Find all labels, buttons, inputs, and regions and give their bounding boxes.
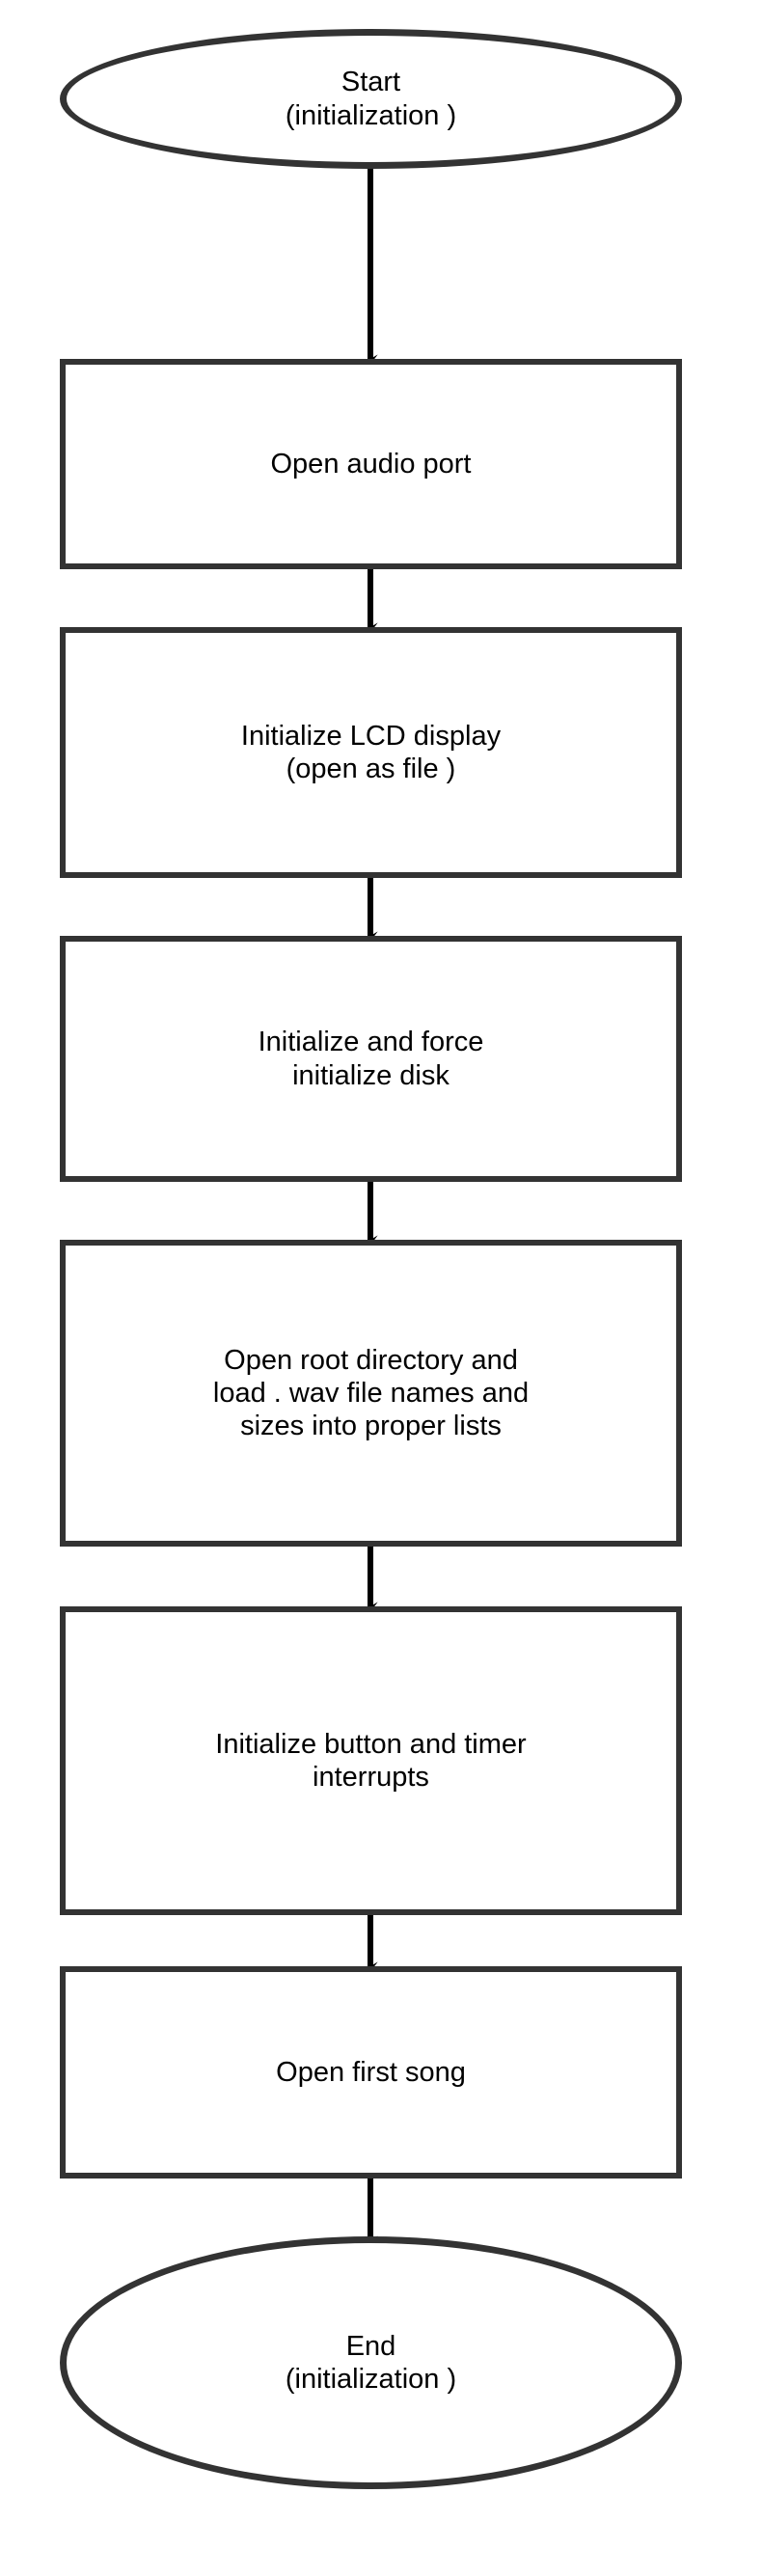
node-open-root-directory-label: Open root directory and load . wav file … bbox=[212, 1344, 530, 1442]
node-initialize-disk[interactable]: Initialize and force initialize disk bbox=[60, 936, 682, 1182]
node-initialize-interrupts[interactable]: Initialize button and timer interrupts bbox=[60, 1606, 682, 1915]
node-initialize-lcd-display-label: Initialize LCD display (open as file ) bbox=[240, 720, 502, 784]
node-end[interactable]: End (initialization ) bbox=[60, 2236, 682, 2489]
node-initialize-interrupts-label: Initialize button and timer interrupts bbox=[215, 1728, 527, 1793]
node-open-audio-port-label: Open audio port bbox=[270, 448, 472, 480]
node-open-root-directory[interactable]: Open root directory and load . wav file … bbox=[60, 1240, 682, 1547]
node-start[interactable]: Start (initialization ) bbox=[60, 29, 682, 169]
node-end-label: End (initialization ) bbox=[285, 2330, 457, 2395]
node-open-audio-port[interactable]: Open audio port bbox=[60, 359, 682, 569]
node-open-first-song-label: Open first song bbox=[276, 2056, 466, 2088]
node-initialize-disk-label: Initialize and force initialize disk bbox=[258, 1027, 484, 1091]
node-open-first-song[interactable]: Open first song bbox=[60, 1966, 682, 2179]
node-start-label: Start (initialization ) bbox=[285, 67, 457, 131]
node-initialize-lcd-display[interactable]: Initialize LCD display (open as file ) bbox=[60, 627, 682, 878]
